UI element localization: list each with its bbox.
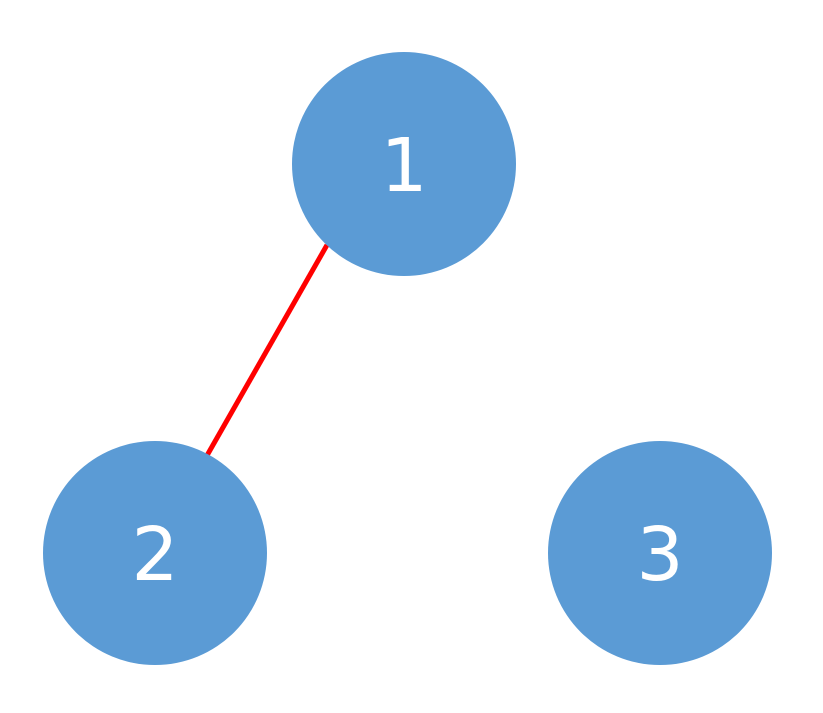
node-1-label: 1 — [380, 123, 427, 209]
node-2-label: 2 — [131, 512, 178, 598]
node-1[interactable]: 1 — [292, 52, 516, 276]
node-3-circle — [548, 441, 772, 665]
node-3-label: 3 — [636, 512, 683, 598]
edge-1-2 — [202, 243, 330, 461]
node-1-circle — [292, 52, 516, 276]
node-2-circle — [43, 441, 267, 665]
node-3[interactable]: 3 — [548, 441, 772, 665]
node-2[interactable]: 2 — [43, 441, 267, 665]
